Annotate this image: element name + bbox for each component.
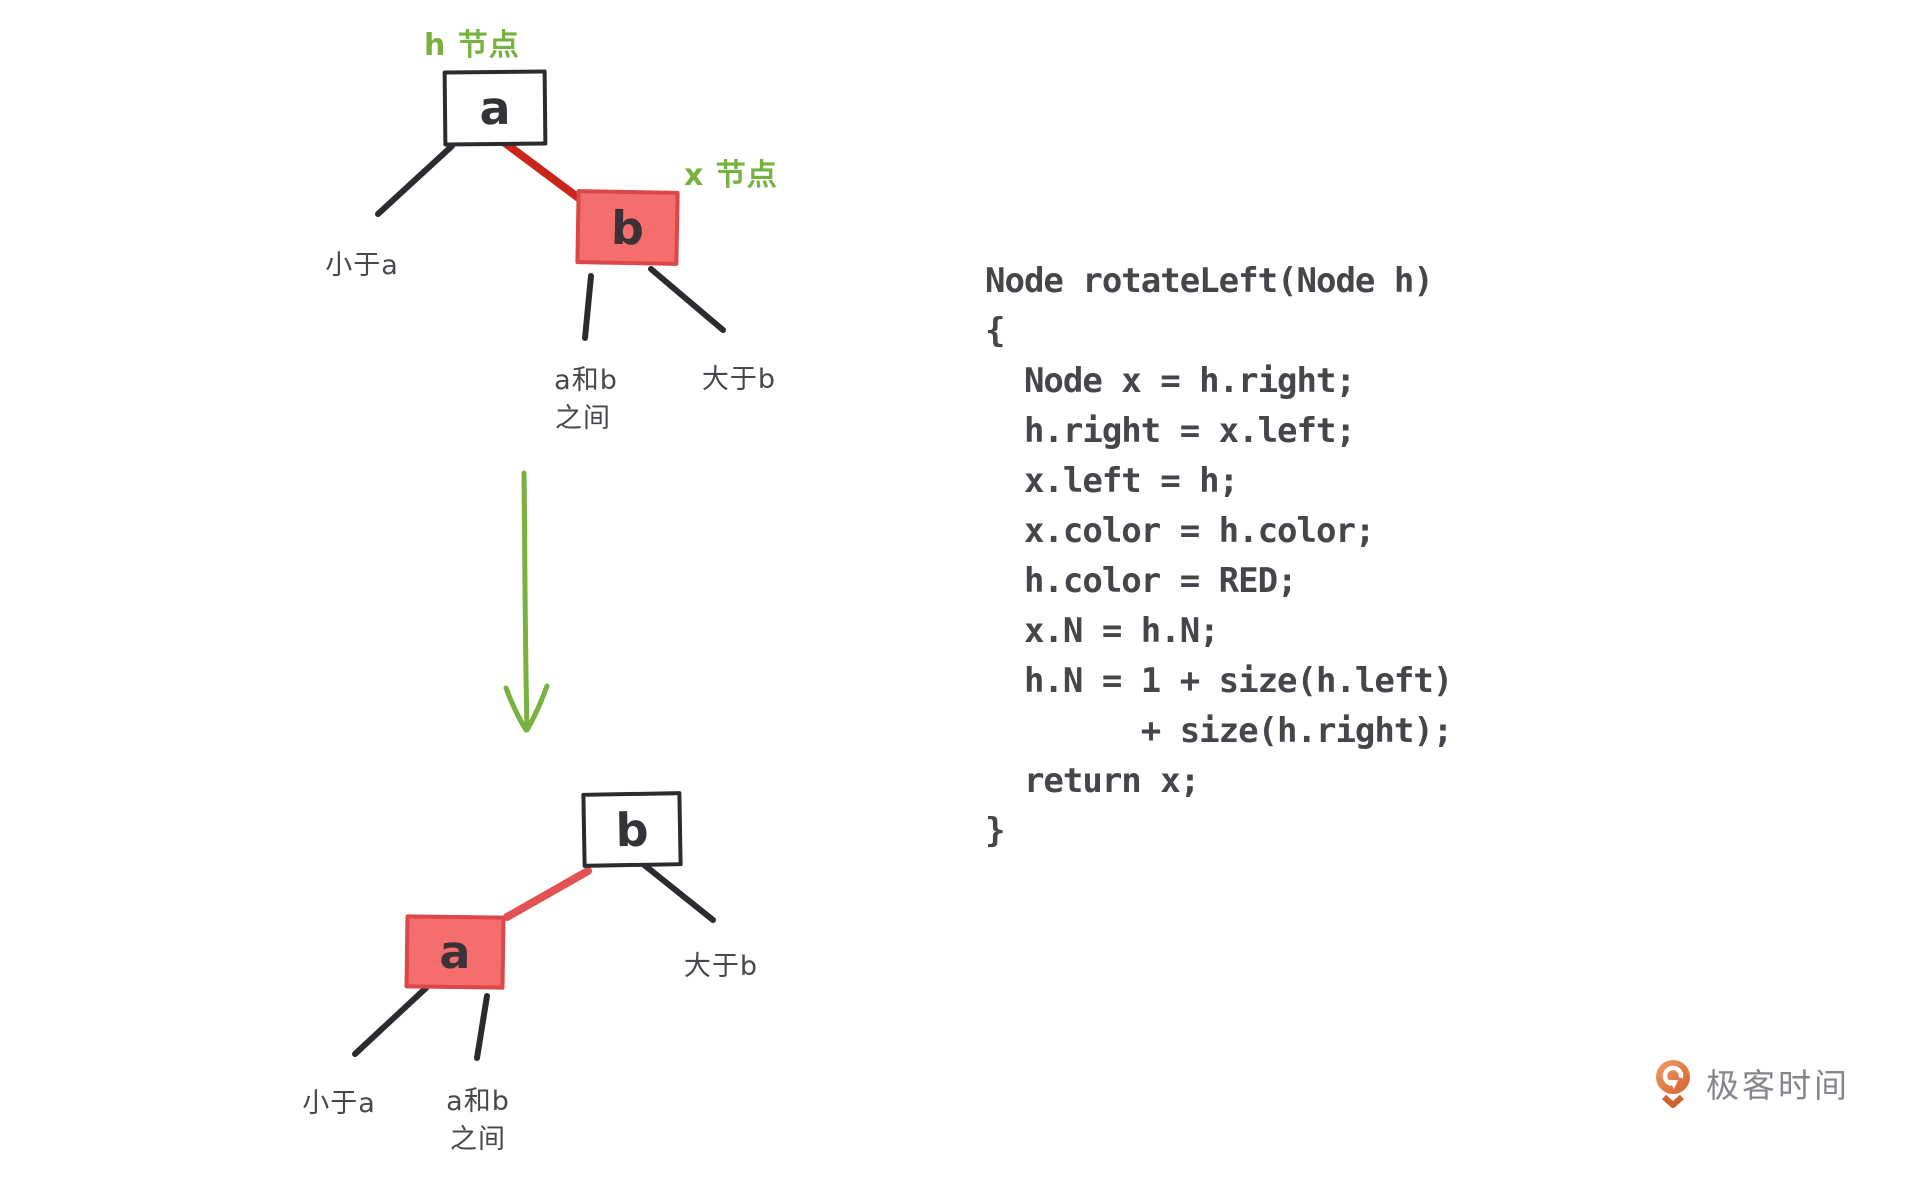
leaf-greater-than-b: 大于b (683, 951, 759, 982)
annotation-h-node: h 节点 (424, 28, 520, 63)
leaf-between-line1: a和b (446, 1086, 510, 1117)
edge-b-to-greater (648, 266, 726, 333)
down-arrow-head-right (524, 683, 550, 733)
node-letter: b (615, 802, 649, 857)
tree-after-node-b: b (581, 791, 683, 868)
node-letter: b (610, 200, 645, 255)
edge-b2-to-a2-red (503, 867, 592, 921)
geektime-logo-icon (1656, 1060, 1690, 1108)
annotation-x-node: x 节点 (684, 158, 778, 193)
tree-before-node-a: a (442, 69, 548, 147)
edge-a-to-less (375, 143, 455, 217)
tree-after-node-a: a (404, 914, 506, 990)
leaf-greater-than-b: 大于b (701, 364, 777, 395)
down-arrow-head-left (503, 685, 529, 733)
edge-b-to-between (582, 273, 594, 341)
edge-b2-to-greater (640, 861, 716, 923)
tree-before-node-b: b (575, 189, 680, 266)
node-letter: a (439, 924, 471, 980)
leaf-less-than-a: 小于a (325, 250, 399, 281)
node-letter: a (479, 80, 511, 136)
leaf-less-than-a: 小于a (302, 1088, 376, 1119)
code-block: Node rotateLeft(Node h) { Node x = h.rig… (985, 261, 1453, 851)
geektime-logo: 极客时间 (1650, 1058, 1850, 1108)
geektime-logo-text: 极客时间 (1706, 1066, 1850, 1105)
leaf-between-line2: 之间 (555, 403, 611, 434)
down-arrow (521, 470, 530, 730)
edge-a2-to-between (474, 993, 490, 1061)
edge-a2-to-less (352, 985, 429, 1057)
edge-a-to-b-red (497, 136, 584, 203)
leaf-between-line2: 之间 (450, 1124, 506, 1155)
leaf-between-line1: a和b (554, 365, 618, 396)
